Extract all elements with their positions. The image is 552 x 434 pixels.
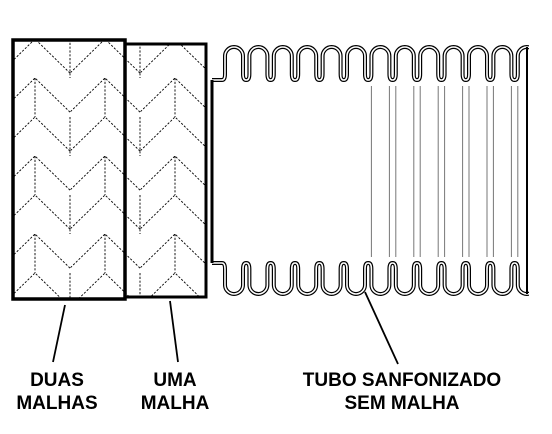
- leader-line-duas-malhas: [52, 304, 66, 363]
- label-tubo-sanfonizado: TUBO SANFONIZADO SEM MALHA: [262, 369, 542, 415]
- double-braid-layer: [11, 38, 127, 301]
- single-braid-layer: [116, 42, 208, 299]
- label-duas-malhas: DUAS MALHAS: [2, 369, 112, 415]
- label-duas-malhas-line2: MALHAS: [16, 393, 98, 414]
- label-uma-malha: UMA MALHA: [120, 369, 230, 415]
- label-tubo-sanfonizado-line1: TUBO SANFONIZADO: [302, 370, 502, 391]
- corrugated-hose: [210, 45, 529, 296]
- leader-line-uma-malha: [169, 300, 179, 363]
- label-tubo-sanfonizado-line2: SEM MALHA: [344, 393, 460, 414]
- label-uma-malha-line1: UMA: [153, 370, 197, 391]
- label-duas-malhas-line1: DUAS: [30, 370, 84, 391]
- leader-line-tubo-sanfonizado: [364, 291, 399, 365]
- label-uma-malha-line2: MALHA: [140, 393, 210, 414]
